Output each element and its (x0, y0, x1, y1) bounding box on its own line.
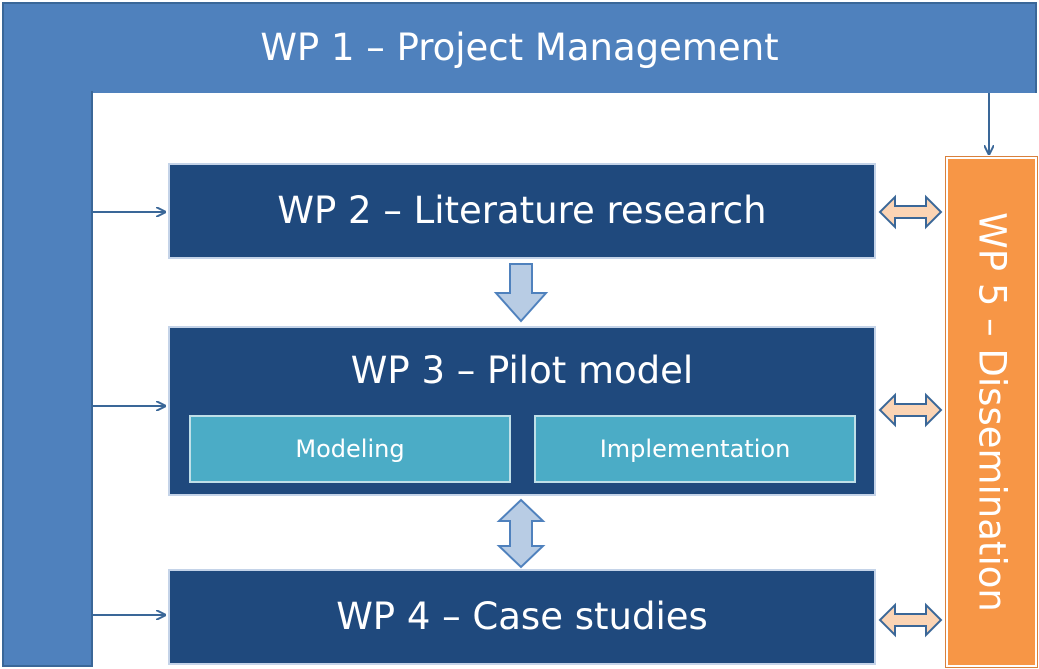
wp2-box: WP 2 – Literature research (168, 163, 876, 259)
wp4-title: WP 4 – Case studies (336, 595, 708, 638)
wp1-side-bar (2, 91, 93, 667)
wp3-wp5-double-arrow (878, 392, 943, 428)
wp4-box: WP 4 – Case studies (168, 569, 876, 665)
wp2-to-wp3-flow-arrow (493, 263, 549, 323)
wp1-top-bar (2, 2, 1037, 93)
wp2-title: WP 2 – Literature research (277, 189, 767, 232)
wp4-wp5-double-arrow (878, 602, 943, 638)
wp3-box: WP 3 – Pilot model Modeling Implementati… (168, 326, 876, 496)
wp5-box: WP 5 – Dissemination (945, 156, 1038, 668)
wp3-wp4-double-arrow (496, 498, 546, 569)
wp2-wp5-double-arrow (878, 194, 943, 230)
subtask-modeling: Modeling (189, 415, 511, 483)
wp3-title: WP 3 – Pilot model (350, 349, 694, 392)
subtask-implementation: Implementation (534, 415, 856, 483)
wp1-title: WP 1 – Project Management (260, 26, 779, 69)
